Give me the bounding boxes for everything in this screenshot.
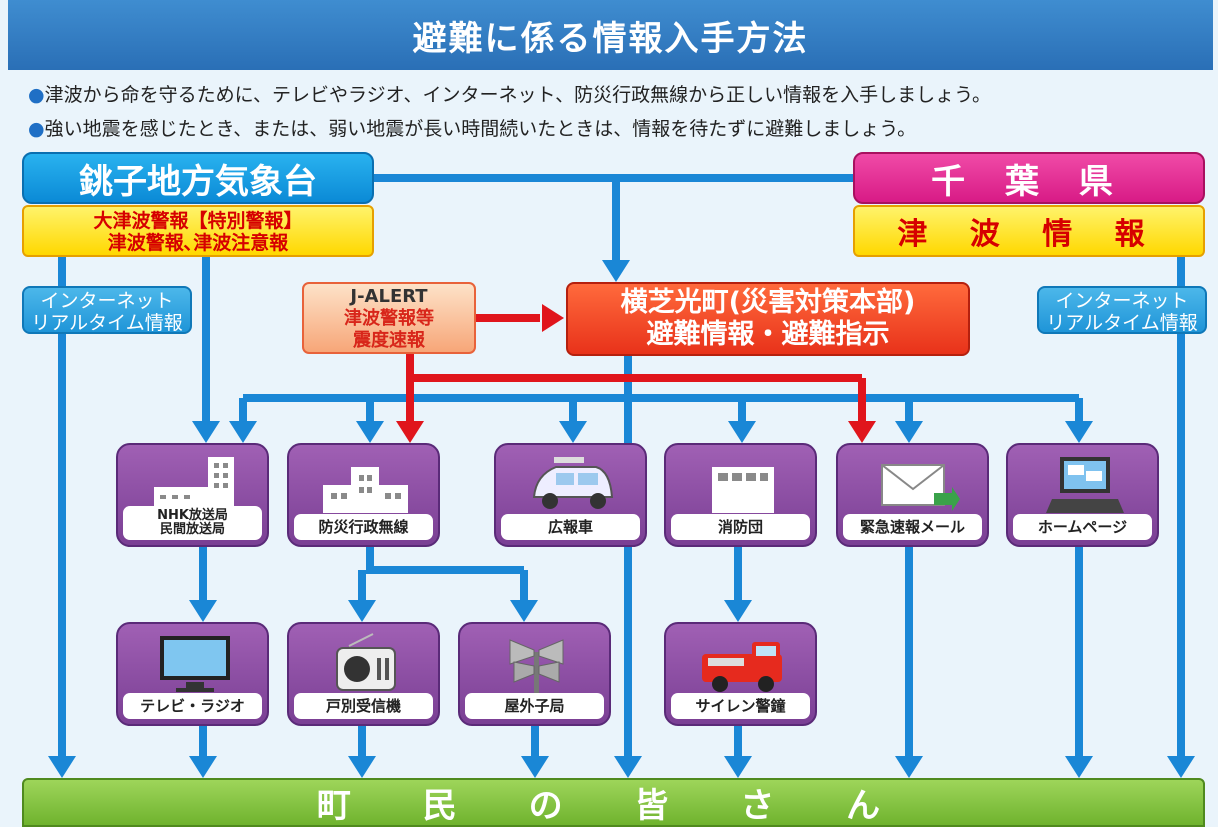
bullet-icon: ●	[28, 84, 45, 106]
radio-receiver-icon	[336, 633, 396, 691]
choshi-warnings: 大津波警報【特別警報】 津波警報､津波注意報	[22, 205, 374, 257]
arrow-red-to-mail-head	[848, 421, 876, 443]
loudspeaker-icon	[509, 639, 564, 694]
intro-line-1: ●津波から命を守るために、テレビやラジオ、インターネット、防災行政無線から正しい…	[28, 80, 991, 107]
arrow-mail-to-residents-head	[895, 756, 923, 778]
town-hq-subtitle: 避難情報・避難指示	[646, 319, 890, 350]
arrow-shobodan-to-siren-head	[724, 600, 752, 622]
intro-text-1: 津波から命を守るために、テレビやラジオ、インターネット、防災行政無線から正しい情…	[44, 84, 991, 106]
channel-kohosha: 広報車	[494, 443, 647, 547]
channel-outdoor-speaker: 屋外子局	[458, 622, 611, 726]
arrow-bus-to-channel-4-head	[895, 421, 923, 443]
arrow-tv-to-residents-head	[189, 756, 217, 778]
kobetsu-label: 戸別受信機	[294, 693, 433, 719]
town-hq-title: 横芝光町(災害対策本部)	[620, 287, 916, 318]
warning-line-2: 津波警報､津波注意報	[107, 232, 289, 254]
arrow-nhk-to-tv-head	[189, 600, 217, 622]
arrow-choshi-to-nhk-head	[192, 421, 220, 443]
arrow-to-town-hq-head	[602, 260, 630, 282]
arrow-internet-right-to-residents-head	[1167, 756, 1195, 778]
choshi-observatory: 銚子地方気象台	[22, 152, 374, 204]
arrow-bus-to-channel-2-head	[559, 421, 587, 443]
arrow-hq-to-residents-head	[614, 756, 642, 778]
internet-label: インターネット	[1055, 290, 1189, 312]
j-alert-line-2: 震度速報	[353, 330, 425, 351]
arrow-red-to-bousai-head	[396, 421, 424, 443]
page-title: 避難に係る情報入手方法	[8, 0, 1213, 70]
arrow-homepage-to-residents-head	[1065, 756, 1093, 778]
realtime-label: リアルタイム情報	[1046, 312, 1198, 334]
arrow-kobetsu-to-residents-head	[348, 756, 376, 778]
envelope-icon	[881, 464, 960, 511]
channel-kobetsu-receiver: 戸別受信機	[287, 622, 440, 726]
homepage-label: ホームページ	[1013, 514, 1152, 540]
bousai-split-line	[366, 547, 524, 574]
fire-station-icon	[712, 467, 774, 513]
chiba-tsunami-info: 津 波 情 報	[853, 205, 1205, 257]
tv-radio-label: テレビ・ラジオ	[123, 693, 262, 719]
town-hq-box: 横芝光町(災害対策本部) 避難情報・避難指示	[566, 282, 970, 356]
arrow-bousai-to-okugai-head	[510, 600, 538, 622]
intro-line-2: ●強い地震を感じたとき、または、弱い地震が長い時間続いたときは、情報を待たずに避…	[28, 114, 916, 141]
channel-siren: サイレン警鐘	[664, 622, 817, 726]
j-alert-box: J-ALERT 津波警報等 震度速報	[302, 282, 476, 354]
arrow-bousai-to-kobetsu-head	[348, 600, 376, 622]
channel-emergency-mail: 緊急速報メール	[836, 443, 989, 547]
warning-line-1: 大津波警報【特別警報】	[93, 210, 303, 232]
intro-text-2: 強い地震を感じたとき、または、弱い地震が長い時間続いたときは、情報を待たずに避難…	[44, 118, 917, 140]
distribution-bus-red	[406, 354, 862, 382]
j-alert-title: J-ALERT	[350, 286, 428, 307]
shobodan-label: 消防団	[671, 514, 810, 540]
realtime-label: リアルタイム情報	[31, 312, 183, 334]
television-icon	[160, 636, 230, 692]
chiba-prefecture: 千 葉 県	[853, 152, 1205, 204]
internet-label: インターネット	[40, 290, 174, 312]
arrow-jalert-to-hq-head	[542, 304, 564, 332]
channel-shobodan: 消防団	[664, 443, 817, 547]
arrow-okugai-to-residents-head	[521, 756, 549, 778]
channel-homepage: ホームページ	[1006, 443, 1159, 547]
internet-realtime-right: インターネット リアルタイム情報	[1037, 286, 1207, 334]
pr-car-icon	[532, 457, 614, 509]
nhk-label: NHK放送局 民間放送局	[123, 506, 262, 540]
j-alert-line-1: 津波警報等	[344, 308, 434, 329]
arrow-bus-to-channel-1-head	[356, 421, 384, 443]
siren-label: サイレン警鐘	[671, 693, 810, 719]
kohosha-label: 広報車	[501, 514, 640, 540]
channel-bousai-musen: 防災行政無線	[287, 443, 440, 547]
arrow-bus-to-channel-0-head	[229, 421, 257, 443]
arrow-bus-to-channel-3-head	[728, 421, 756, 443]
town-office-icon	[323, 467, 408, 513]
mail-label: 緊急速報メール	[843, 514, 982, 540]
arrow-siren-to-residents-head	[724, 756, 752, 778]
bousai-label: 防災行政無線	[294, 514, 433, 540]
okugai-label: 屋外子局	[465, 693, 604, 719]
internet-realtime-left: インターネット リアルタイム情報	[22, 286, 192, 334]
computer-icon	[1046, 457, 1124, 513]
fire-truck-icon	[702, 642, 782, 692]
channel-nhk: NHK放送局 民間放送局	[116, 443, 269, 547]
channel-tv-radio: テレビ・ラジオ	[116, 622, 269, 726]
residents-bar: 町 民 の 皆 さ ん	[22, 778, 1205, 827]
arrow-bus-to-channel-5-head	[1065, 421, 1093, 443]
arrow-internet-left-to-residents-head	[48, 756, 76, 778]
bullet-icon: ●	[28, 118, 45, 140]
